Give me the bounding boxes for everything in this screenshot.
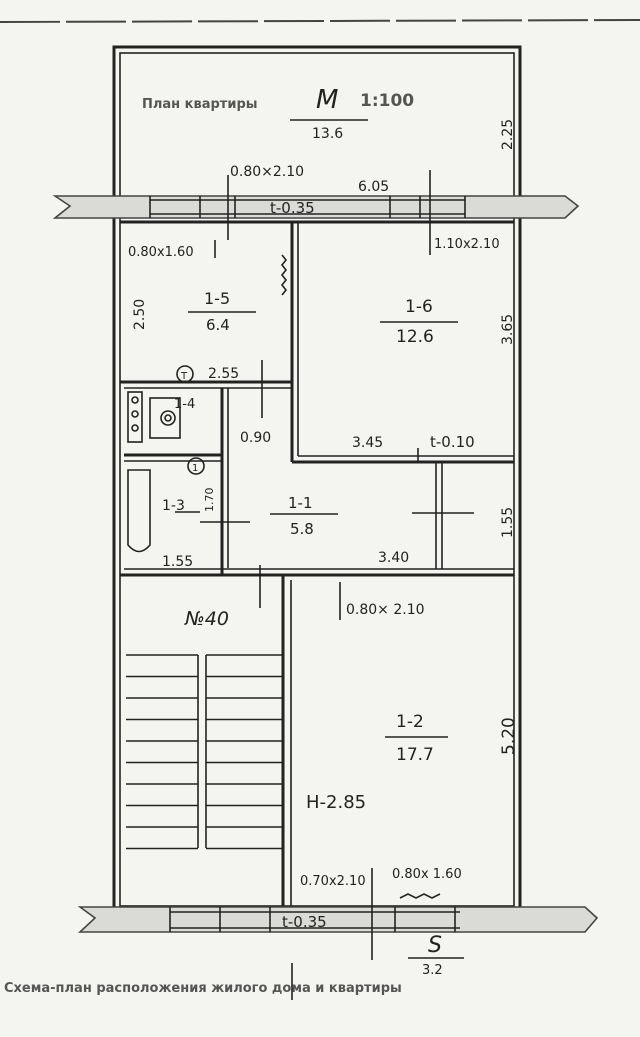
door-tag-1-4-label: Т — [180, 371, 188, 382]
scale-symbol: М — [316, 85, 338, 115]
scale-value: 1:100 — [360, 91, 414, 111]
room-1-6-area: 12.6 — [396, 327, 434, 347]
room-1-4-id: 1-4 — [174, 397, 195, 412]
printed-title: План квартиры — [142, 97, 258, 112]
window-bottom-label: 0.80x 1.60 — [392, 867, 462, 882]
door-tag-1-3-label: 1 — [192, 463, 198, 474]
top-wall-band — [52, 195, 580, 219]
room-1-3-dim-bottom: 1.55 — [162, 554, 193, 570]
bathtub-icon — [127, 469, 151, 553]
partition-label: t-0.10 — [430, 433, 475, 451]
room-1-6-id: 1-6 — [405, 297, 433, 317]
room-1-1-dim-bottom: 3.40 — [378, 550, 409, 566]
room-1-1-dim-right: 1.55 — [500, 507, 516, 538]
bottom-area: 3.2 — [422, 963, 443, 978]
partitions — [120, 170, 514, 1000]
scan-top-edge — [0, 19, 640, 23]
balcony-area: 13.6 — [312, 126, 343, 142]
toilet-icon — [127, 391, 181, 443]
room-1-3-dim: 1.70 — [203, 488, 216, 513]
staircase — [126, 654, 283, 850]
ceiling-height: H-2.85 — [306, 792, 366, 813]
door-top-label: 0.80×2.10 — [230, 164, 304, 180]
room-1-6-dim-right: 3.65 — [500, 314, 516, 345]
room-1-5-dim-left: 2.50 — [132, 299, 148, 330]
stair-label: №40 — [184, 608, 229, 630]
outer-wall-inner — [119, 52, 515, 907]
bottom-area-symbol: S — [428, 933, 442, 958]
dim-345-label: 3.45 — [352, 435, 383, 451]
balcony-dim-right: 2.25 — [500, 119, 516, 150]
window-r15-label: 0.80x1.60 — [128, 245, 194, 260]
door-bottom-label: 0.70x2.10 — [300, 874, 366, 889]
room-1-1-id: 1-1 — [288, 494, 313, 512]
bottom-wall-band — [77, 906, 599, 933]
door-r16-label: 1.10x2.10 — [434, 237, 500, 252]
room-1-2-dim-right: 5.20 — [499, 717, 519, 755]
dim-255-label: 2.55 — [208, 366, 239, 382]
room-1-3-id: 1-3 — [162, 498, 185, 514]
door-tag-1-3 — [187, 457, 205, 475]
wall-break-mark — [280, 254, 288, 296]
printed-caption: Схема-план расположения жилого дома и кв… — [4, 981, 402, 996]
dim-090-label: 0.90 — [240, 430, 271, 446]
room-1-1-area: 5.8 — [290, 520, 314, 538]
outer-wall — [112, 45, 522, 914]
door-r12-label: 0.80× 2.10 — [346, 602, 425, 618]
window-break-mark — [399, 893, 441, 899]
room-1-5-area: 6.4 — [206, 316, 230, 334]
room-label-underlines — [175, 119, 464, 959]
wall-thickness-bottom: t-0.35 — [282, 913, 327, 931]
room-1-5-id: 1-5 — [204, 289, 230, 308]
width-top-label: 6.05 — [358, 179, 389, 195]
wall-thickness-top: t-0.35 — [270, 199, 315, 217]
door-tag-1-4 — [176, 365, 194, 383]
room-1-2-id: 1-2 — [396, 712, 424, 732]
room-1-2-area: 17.7 — [396, 745, 434, 765]
